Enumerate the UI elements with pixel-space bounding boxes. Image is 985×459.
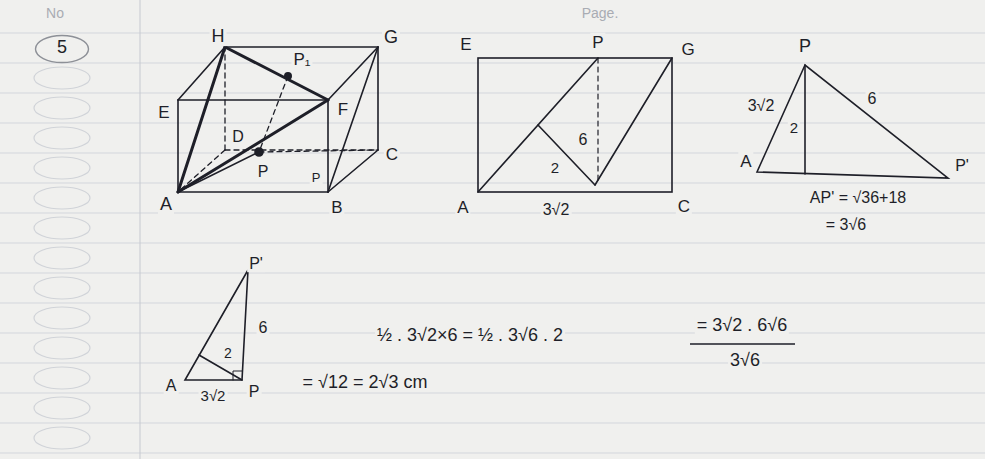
label-text: 6 [866, 90, 879, 107]
handwritten-label: P₁ [291, 51, 312, 70]
label-text: E [156, 103, 171, 122]
label-text: P [256, 163, 271, 180]
label-text: = 3√2 . 6√6 [695, 315, 789, 335]
handwritten-label: P [256, 163, 271, 181]
label-text: A [738, 152, 753, 171]
label-text: AP' = √36+18 [808, 189, 908, 206]
label-text: B [329, 198, 344, 217]
label-text: 2 [549, 159, 561, 176]
handwritten-label: C [676, 198, 692, 217]
triangle-figure [757, 65, 948, 178]
handwritten-label: A [158, 195, 174, 215]
handwritten-label: P' [953, 157, 971, 175]
margin-ovals [34, 67, 90, 449]
label-text: P' [953, 157, 971, 174]
handwritten-label: A [455, 199, 470, 218]
handwritten-label: 6 [866, 90, 879, 108]
cube-figure [178, 47, 378, 192]
handwritten-label: = √12 = 2√3 cm [301, 373, 430, 393]
handwritten-label: B [329, 199, 344, 218]
triangle-figure [185, 270, 248, 380]
handwritten-label: P [247, 383, 262, 401]
handwritten-label: P [590, 34, 605, 53]
label-text: E [458, 35, 473, 54]
label-text: C [384, 145, 400, 164]
handwritten-label: E [458, 36, 473, 55]
handwritten-label: 3√2 [541, 201, 572, 219]
handwritten-label: = 3√6 [824, 216, 868, 234]
label-text: P [797, 36, 813, 56]
fraction-bar [690, 343, 795, 345]
handwritten-label: 2 [788, 120, 800, 137]
question-number-oval: 5 [34, 34, 90, 64]
label-text: Page. [580, 5, 621, 21]
label-text: C [676, 197, 692, 216]
label-text: P₁ [291, 50, 312, 69]
handwritten-label: P [797, 37, 813, 57]
handwritten-label: A [738, 153, 753, 172]
handwritten-label: AP' = √36+18 [808, 189, 908, 207]
label-text: 6 [577, 131, 590, 148]
handwritten-label: 3√2 [746, 97, 777, 115]
label-text: A [455, 198, 470, 217]
handwritten-label: G [382, 28, 400, 48]
handwritten-label: G [679, 41, 696, 60]
label-text: P [247, 383, 262, 400]
handwritten-label: 3√2 [199, 388, 228, 405]
label-text: G [679, 40, 696, 59]
label-text: P [310, 170, 323, 185]
label-text: = √12 = 2√3 cm [301, 372, 430, 392]
handwritten-label: A [164, 377, 179, 395]
handwritten-label: 2 [549, 160, 561, 177]
label-text: D [230, 128, 246, 145]
handwritten-label: 3√6 [728, 351, 762, 371]
label-text: F [336, 100, 350, 119]
label-text: ½ . 3√2×6 = ½ . 3√6 . 2 [375, 325, 565, 345]
label-text: 6 [257, 319, 270, 336]
label-text: P [590, 33, 605, 52]
handwritten-label: = 3√2 . 6√6 [695, 316, 789, 336]
handwritten-label: 6 [577, 131, 590, 149]
label-text: 3√2 [746, 97, 777, 114]
node-text: 5 [34, 34, 90, 60]
section-figure [478, 58, 672, 192]
handwritten-label: P [310, 171, 323, 185]
label-text: 3√6 [728, 350, 762, 370]
handwritten-label: No [44, 6, 66, 21]
handwritten-label: 2 [222, 346, 234, 361]
label-text: 2 [222, 345, 234, 361]
label-text: No [44, 5, 66, 21]
handwritten-label: P' [247, 255, 265, 273]
handwritten-label: E [156, 104, 171, 123]
label-text: A [164, 377, 179, 394]
handwritten-label: 6 [257, 319, 270, 337]
label-text: = 3√6 [824, 216, 868, 233]
handwritten-label: C [384, 146, 400, 165]
label-text: 3√2 [541, 201, 572, 218]
label-text: G [382, 27, 400, 47]
handwritten-label: D [230, 128, 246, 146]
handwritten-label: ½ . 3√2×6 = ½ . 3√6 . 2 [375, 326, 565, 346]
handwritten-label: H [210, 27, 227, 47]
handwritten-label: Page. [580, 6, 621, 21]
label-text: H [210, 26, 227, 46]
label-text: P' [247, 255, 265, 272]
label-text: A [158, 194, 174, 214]
label-text: 3√2 [199, 387, 228, 404]
label-text: 2 [788, 119, 800, 136]
handwritten-label: F [336, 101, 350, 120]
